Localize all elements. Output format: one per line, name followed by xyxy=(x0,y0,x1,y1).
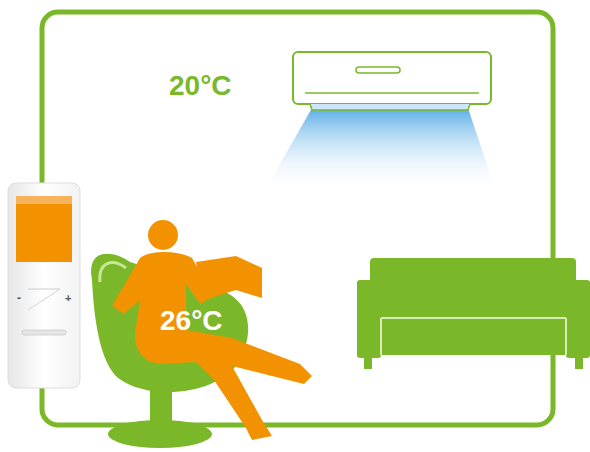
minus-button: - xyxy=(17,292,21,304)
plus-button: + xyxy=(65,293,71,304)
sofa xyxy=(357,258,590,369)
person-figure xyxy=(112,220,312,440)
air-flow xyxy=(264,108,496,192)
room-temperature: 20°C xyxy=(169,72,232,100)
air-conditioner xyxy=(264,52,496,192)
body-temperature: 26°C xyxy=(160,307,223,335)
thermostat xyxy=(8,183,80,388)
